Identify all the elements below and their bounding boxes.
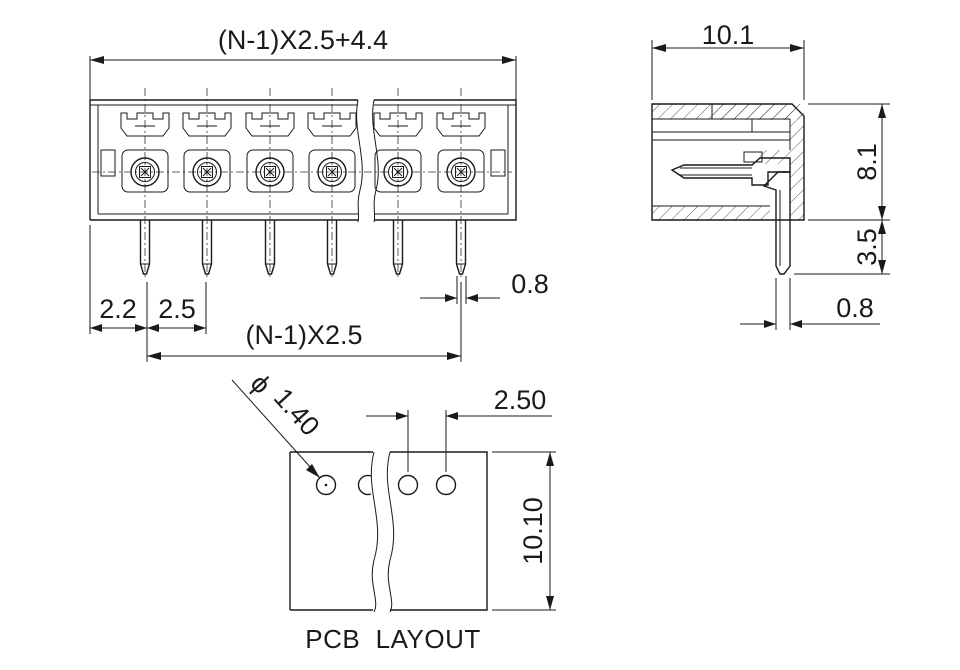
terminal-screw: [255, 157, 285, 187]
front-break-line: [356, 99, 363, 223]
front-pin-width-label: 0.8: [511, 269, 549, 299]
side-pin-width-label: 0.8: [836, 293, 874, 323]
screw-head: [326, 166, 338, 178]
terminal-wire-entry: [182, 112, 232, 137]
side-depth-label: 10.1: [702, 20, 755, 50]
screw-head: [455, 166, 467, 178]
front-body-outline: [89, 99, 517, 221]
overall-width-label: (N-1)X2.5+4.4: [218, 25, 388, 55]
terminal-cell: [437, 149, 485, 193]
pcb-hole: [435, 474, 457, 496]
screw-head: [264, 166, 276, 178]
terminal-cell: [183, 149, 231, 193]
pcb-layout: [289, 451, 488, 613]
solder-pin: [326, 220, 338, 275]
side-view: [651, 103, 805, 275]
terminal-cell: [374, 149, 422, 193]
terminal-screw: [317, 157, 347, 187]
terminal-screw: [130, 157, 160, 187]
terminal-wire-entry: [120, 112, 170, 137]
pcb-dimensions: ϕ 1.40 2.50 10.10 PCB LAYOUT: [231, 368, 556, 654]
terminal-wire-entry: [436, 112, 486, 137]
terminal-wire-entry: [307, 112, 357, 137]
pcb-layout-caption: PCB LAYOUT: [305, 624, 481, 654]
screw-head: [139, 166, 151, 178]
terminal-screw: [446, 157, 476, 187]
terminal-wire-entry: [373, 112, 423, 137]
body-height-label: 8.1: [852, 143, 882, 181]
hole-diameter-symbol: ϕ: [244, 368, 276, 399]
solder-pin: [455, 220, 467, 275]
edge-offset-label: 2.2: [99, 294, 137, 324]
screw-head: [201, 166, 213, 178]
pcb-hole-partial: [357, 474, 372, 496]
side-pin: [762, 171, 791, 275]
pcb-break-line: [370, 451, 379, 613]
solder-pin: [392, 220, 404, 275]
terminal-screw: [383, 157, 413, 187]
pcb-height-label: 10.10: [518, 497, 548, 565]
solder-pin: [139, 220, 151, 275]
solder-pin: [201, 220, 213, 275]
pcb-hole: [397, 474, 419, 496]
side-body-outline: [651, 103, 805, 221]
terminal-cell: [308, 149, 356, 193]
front-view: [89, 88, 517, 278]
terminal-cell: [246, 149, 294, 193]
side-dimensions: 10.1 8.1 3.5 0.8: [651, 20, 890, 330]
screw-head: [392, 166, 404, 178]
pitch-label: 2.5: [158, 294, 196, 324]
terminal-cell: [121, 149, 169, 193]
terminal-screw: [192, 157, 222, 187]
hole-diameter-label: 1.40: [268, 382, 325, 441]
hole-pitch-label: 2.50: [494, 385, 547, 415]
pin-span-label: (N-1)X2.5: [245, 320, 362, 350]
terminal-wire-entry: [245, 112, 295, 137]
solder-pin: [264, 220, 276, 275]
pin-length-label: 3.5: [852, 228, 882, 266]
front-dimensions: (N-1)X2.5+4.4 2.2 2.5 (N-1)X2.5 0.8: [89, 25, 549, 362]
pcb-outline: [289, 451, 488, 611]
pcb-hole: [315, 474, 337, 496]
